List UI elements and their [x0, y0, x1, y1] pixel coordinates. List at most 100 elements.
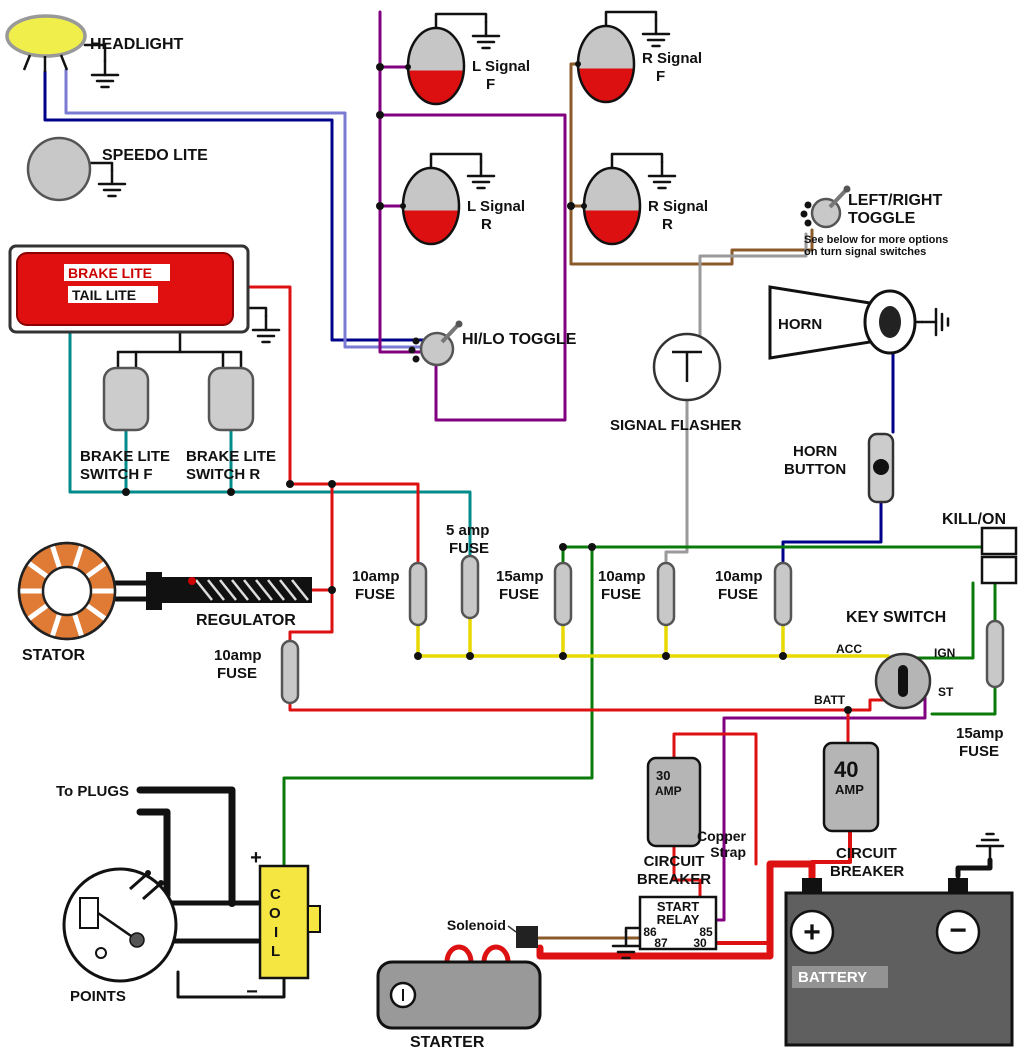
copper-strap-label-2: Strap	[710, 844, 746, 860]
headlight-label: HEADLIGHT	[90, 36, 184, 53]
fuses	[280, 554, 1005, 705]
battery-label-plate	[792, 966, 888, 988]
starter-label: STARTER	[410, 1034, 485, 1051]
ground-symbol-taillite	[251, 314, 281, 344]
coil-letter-c: C	[270, 886, 281, 903]
start-relay-label-1: START	[657, 899, 699, 914]
key-switch-label: KEY SWITCH	[846, 609, 946, 626]
coil-minus-label: −	[246, 981, 258, 1003]
battery-post-stub-plus	[802, 878, 822, 893]
ground-symbol-lsignal-f	[471, 20, 501, 50]
brake-switch-r-label-2: SWITCH R	[186, 466, 260, 483]
breaker-30-label-2: BREAKER	[637, 871, 711, 888]
stator-hole	[41, 565, 93, 617]
stator-ring-outline	[17, 541, 117, 641]
bulb	[401, 166, 461, 246]
speedo-lamp	[26, 136, 92, 202]
left-right-toggle	[800, 185, 851, 229]
fuse-10-horn-label-2: FUSE	[718, 586, 758, 603]
coil	[258, 864, 321, 980]
points-cam	[129, 932, 145, 948]
coil-terminal-tab	[307, 905, 321, 933]
horn-button-dot	[873, 459, 889, 475]
ground-lead-headlight	[83, 43, 107, 63]
wire-black-plugs1	[136, 786, 236, 906]
signal-flasher-label: SIGNAL FLASHER	[610, 417, 742, 434]
starter	[376, 960, 542, 1030]
regulator-red-lead	[188, 577, 196, 585]
relay-terminal-30: 30	[693, 936, 707, 950]
fuse-5-label-1: 5 amp	[446, 522, 489, 539]
start-relay-label-2: RELAY	[657, 912, 700, 927]
bulb	[582, 166, 642, 246]
start-relay-box	[638, 895, 718, 951]
brake-lite-label: BRAKE LITE	[68, 265, 152, 281]
ground-lead-rsignal-f	[604, 10, 658, 28]
breaker-40-unit: AMP	[835, 782, 864, 797]
wire-red-breaker30-feed	[672, 732, 758, 866]
fuse-10amp-horn	[773, 561, 793, 627]
toggle-lever-tip	[843, 185, 851, 193]
key-acc-label: ACC	[836, 642, 862, 656]
fuse-5amp	[460, 554, 480, 620]
breaker-30-unit: AMP	[655, 784, 682, 798]
stator-gaps	[19, 544, 115, 638]
horn-driver-center	[879, 306, 901, 338]
wire-red-breaker40-battery	[810, 829, 852, 864]
regulator-label: REGULATOR	[196, 612, 296, 629]
solenoid-label: Solenoid	[447, 917, 506, 933]
wire-green-to-coil	[282, 545, 594, 868]
wire-black-battery-ground	[955, 857, 993, 879]
wire-red-to-brake-fuse	[288, 482, 420, 563]
wire-headlight-hilo-navy	[43, 70, 426, 342]
ground-symbol-lsignal-r	[466, 160, 496, 190]
wire-gray-flasher-fuse	[664, 398, 689, 563]
stator	[17, 541, 117, 641]
horn-button-label-1: HORN	[793, 443, 837, 460]
wire-purple-st-to-relay	[714, 695, 927, 922]
coil-letter-i: I	[274, 924, 278, 941]
wire-teal-brake-circuit	[68, 330, 472, 558]
tail-lite-chip	[68, 286, 158, 303]
circuit-breaker-40	[822, 741, 880, 833]
toggle-contact	[408, 346, 416, 354]
wire-red-starter-loop2	[481, 944, 511, 965]
ground-symbol-rsignal-r	[647, 160, 677, 190]
key-switch	[874, 652, 932, 710]
fuse-10-main-label-1: 10amp	[214, 647, 262, 664]
wire-purple-main	[378, 10, 422, 354]
signal-flasher	[652, 332, 722, 402]
signal-rr-bulb	[582, 166, 642, 246]
brake-switch-f-body	[102, 366, 150, 432]
wire-red-batt-bus	[288, 698, 886, 712]
kill-on-label: KILL/ON	[942, 511, 1006, 528]
brake-tail-light	[8, 244, 250, 334]
signal-lf-label-2: F	[486, 76, 495, 93]
battery-label: BATTERY	[798, 969, 867, 986]
to-plugs-label: To PLUGS	[56, 783, 129, 800]
brake-switch-r-label-1: BRAKE LITE	[186, 448, 276, 465]
lr-toggle-label-2: TOGGLE	[848, 210, 916, 227]
ground-symbol-battery	[975, 832, 1005, 862]
ground-symbol-headlight	[90, 59, 120, 89]
signal-rr-label-1: R Signal	[648, 198, 708, 215]
coil-body	[258, 864, 310, 980]
bulb	[406, 26, 466, 106]
key-slot	[898, 665, 908, 697]
wire-headlight-hilo-slate	[64, 68, 422, 349]
signal-rf-label-1: R Signal	[642, 50, 702, 67]
starter-body	[376, 960, 542, 1030]
labels: HEADLIGHT SPEEDO LITE BRAKE LITE TAIL LI…	[22, 36, 1006, 1051]
key-batt-label: BATT	[814, 693, 846, 707]
points-contact	[129, 872, 148, 891]
kill-switch-upper	[980, 526, 1018, 556]
relay-terminal-87: 87	[654, 936, 668, 950]
fuse-10-brake-label-1: 10amp	[352, 568, 400, 585]
toggle-contact	[800, 210, 808, 218]
brake-switch-f-label-2: SWITCH F	[80, 466, 153, 483]
points-contact-tip	[158, 880, 164, 886]
signal-rf-bulb	[576, 24, 636, 104]
solenoid-terminal	[516, 926, 538, 948]
points	[62, 867, 178, 983]
